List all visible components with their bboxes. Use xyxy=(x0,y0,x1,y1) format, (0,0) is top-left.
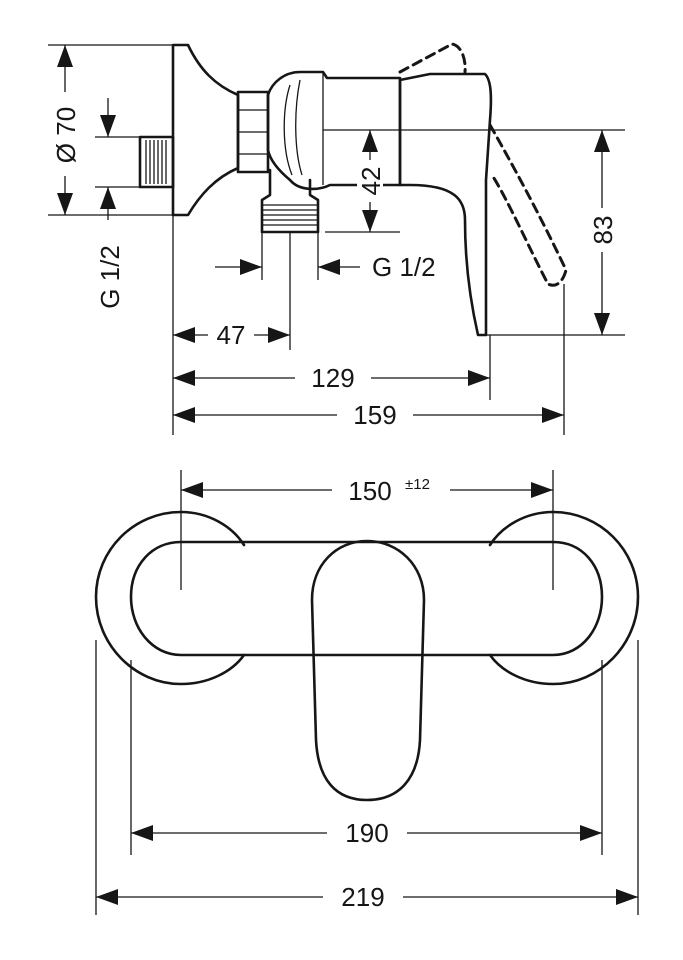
dim-diameter-label: Ø 70 xyxy=(51,107,81,163)
wall-thread xyxy=(138,135,175,189)
mixer-body xyxy=(129,540,604,657)
escutcheon-left xyxy=(94,510,246,686)
dim-diameter-70: Ø 70 xyxy=(51,45,81,215)
dim-thread-wall-label: G 1/2 xyxy=(95,245,125,309)
dim-width-47-label: 47 xyxy=(217,320,246,350)
lever-top xyxy=(310,539,426,802)
dim-width-150-label: 150 xyxy=(348,476,391,506)
dim-width-190: 190 xyxy=(131,816,602,848)
dim-width-129: 129 xyxy=(173,361,490,393)
dim-width-219-label: 219 xyxy=(341,882,384,912)
dim-width-150-tolerance: ±12 xyxy=(405,476,430,493)
lever-handle xyxy=(398,72,493,337)
lever-handle-open xyxy=(398,42,568,287)
escutcheon-right xyxy=(488,510,640,686)
dim-width-159-label: 159 xyxy=(353,400,396,430)
dim-width-129-label: 129 xyxy=(311,363,354,393)
dim-thread-outlet-label: G 1/2 xyxy=(372,252,436,282)
dim-height-42: 42 xyxy=(356,130,386,232)
hex-nut xyxy=(236,90,270,174)
top-extension-lines xyxy=(95,470,639,915)
dim-height-83-label: 83 xyxy=(588,216,618,245)
dim-height-83: 83 xyxy=(588,130,618,335)
dim-thread-outlet: G 1/2 xyxy=(215,252,436,282)
dim-width-150: 150 ±12 xyxy=(181,472,553,506)
dim-height-42-label: 42 xyxy=(356,167,386,196)
top-view: 150 ±12 190 219 xyxy=(94,470,640,915)
dim-width-47: 47 xyxy=(173,318,290,350)
valve-body xyxy=(266,70,402,191)
side-view: Ø 70 G 1/2 42 G 1/2 xyxy=(48,42,625,435)
dim-width-159: 159 xyxy=(173,398,564,430)
dim-width-219: 219 xyxy=(96,880,638,912)
dim-thread-wall: G 1/2 xyxy=(95,98,125,309)
wall-escutcheon xyxy=(171,43,240,217)
dim-width-190-label: 190 xyxy=(345,818,388,848)
